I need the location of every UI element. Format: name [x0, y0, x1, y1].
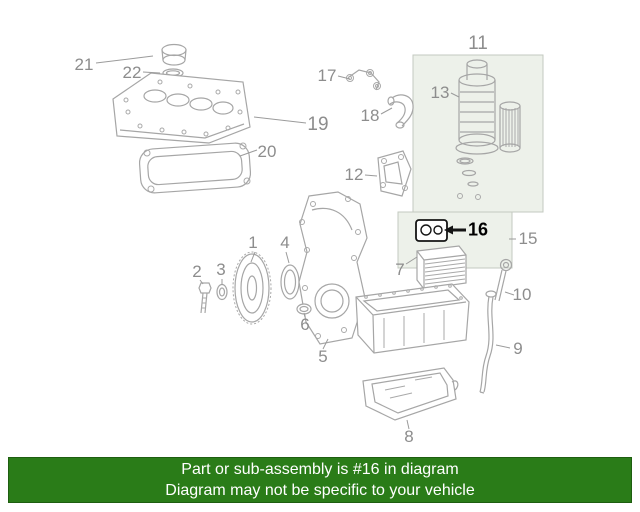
vehicle-note-banner: Part or sub-assembly is #16 in diagram D… — [8, 457, 632, 503]
banner-line1: Part or sub-assembly is #16 in diagram — [181, 461, 459, 478]
dipstick-tube-drawing — [479, 290, 497, 394]
bracket-drawing — [346, 69, 381, 91]
oil-pan-baffle-drawing — [362, 367, 459, 421]
oil-filter-housing-drawing — [455, 59, 499, 200]
highlight-arrow-icon — [444, 225, 466, 235]
callout-11: 11 — [468, 33, 488, 54]
oil-cooler-drawing — [416, 245, 467, 290]
leader-lines — [95, 55, 516, 430]
crank-pulley-drawing — [232, 251, 272, 325]
oil-cap-drawing — [161, 43, 187, 78]
callout-22: 22 — [122, 63, 142, 82]
seal-ring-drawing — [296, 303, 312, 315]
washer-drawing — [216, 283, 228, 301]
callout-10: 10 — [512, 285, 532, 304]
callout-21: 21 — [74, 55, 94, 74]
timing-cover-drawing — [298, 191, 368, 345]
highlighted-part-16-drawing — [415, 219, 448, 242]
callout-17: 17 — [317, 66, 337, 85]
callout-8: 8 — [404, 427, 414, 446]
mounting-plate-drawing — [377, 150, 412, 197]
banner-line2: Diagram may not be specific to your vehi… — [165, 482, 475, 499]
callout-1: 1 — [248, 233, 258, 252]
callout-18: 18 — [360, 106, 380, 125]
crank-seal-drawing — [280, 264, 300, 300]
callout-20: 20 — [257, 142, 277, 161]
callout-12: 12 — [344, 165, 364, 184]
callout-6: 6 — [300, 315, 310, 334]
hose-drawing — [387, 94, 414, 129]
callout-16-highlighted: 16 — [467, 219, 489, 240]
callout-19: 19 — [307, 114, 329, 135]
oil-pan-drawing — [355, 283, 470, 354]
oil-filter-element-drawing — [499, 101, 521, 153]
callout-7: 7 — [395, 260, 405, 279]
valve-cover-gasket-drawing — [138, 142, 252, 194]
callout-13: 13 — [430, 83, 450, 102]
callout-5: 5 — [318, 347, 328, 366]
bolt-drawing — [198, 282, 212, 314]
callout-9: 9 — [513, 339, 523, 358]
diagram-art — [95, 43, 544, 430]
callout-3: 3 — [216, 260, 226, 279]
callout-15: 15 — [518, 229, 538, 248]
callout-4: 4 — [280, 233, 290, 252]
valve-cover-drawing — [112, 72, 251, 144]
callout-2: 2 — [192, 262, 202, 281]
